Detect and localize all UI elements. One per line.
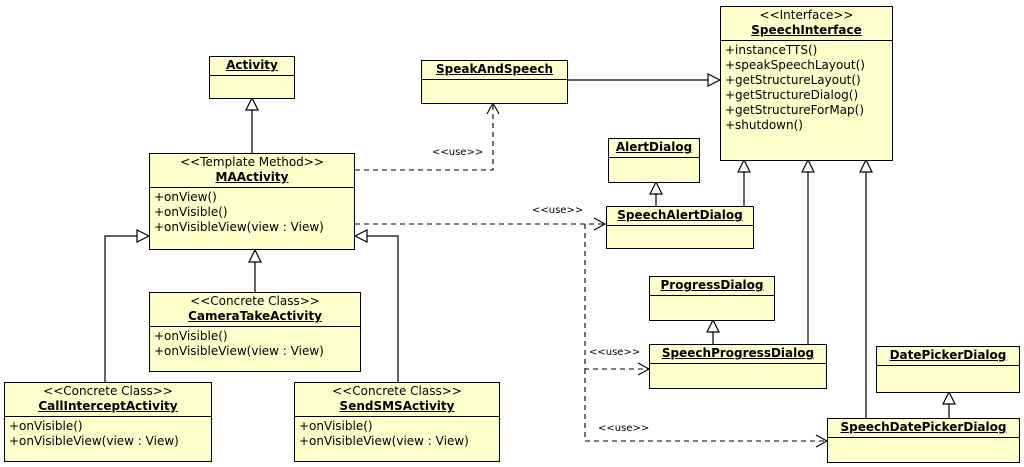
class-date-picker-dialog: DatePickerDialog [876,346,1020,393]
class-name: SpeechAlertDialog [617,208,743,222]
generalization-arrowhead [649,180,663,195]
class-name: Activity [226,58,278,72]
operation: +onVisible() [9,419,83,433]
operation: +shutdown() [725,118,803,132]
use-label: <<use>> [432,147,484,158]
class-name: CallInterceptActivity [38,399,178,413]
generalization-arrowhead [707,73,722,87]
operation: +onVisible() [154,329,228,343]
operation: +onVisibleView(view : View) [9,434,179,448]
class-alert-dialog: AlertDialog [608,138,700,183]
class-activity: Activity [209,56,295,99]
generalization-arrowhead [248,248,262,263]
class-speech-date-picker-dialog: SpeechDatePickerDialog [827,418,1020,463]
class-name: SpeechDatePickerDialog [840,420,1007,434]
operation: +getStructureLayout() [725,73,861,87]
dependency-use-speakandspeech [355,104,494,171]
use-label: <<use>> [589,347,641,358]
class-name: SpeechInterface [751,23,862,37]
operation: +onVisibleView(view : View) [154,220,324,234]
generalization-arrowhead [859,158,873,173]
operation: +getStructureForMap() [725,103,865,117]
class-speak-and-speech: SpeakAndSpeech [421,60,568,104]
class-progress-dialog: ProgressDialog [649,276,775,321]
generalization-arrowhead [136,229,151,243]
operation: +getStructureDialog() [725,88,859,102]
generalization-arrowhead [706,318,720,333]
generalization-sendsms-maactivity [367,235,399,382]
class-send-sms-activity: <<Concrete Class>> SendSMSActivity +onVi… [294,382,500,462]
class-stereotype: <<Concrete Class>> [190,294,320,308]
generalization-arrowhead [801,158,815,173]
class-name: DatePickerDialog [889,348,1007,362]
class-speech-alert-dialog: SpeechAlertDialog [606,206,754,249]
operation: +onView() [154,190,217,204]
operation: +instanceTTS() [725,43,818,57]
operation: +onVisibleView(view : View) [154,344,324,358]
use-label: <<use>> [598,423,650,434]
class-name: SpeechProgressDialog [661,346,815,360]
class-stereotype: <<Concrete Class>> [43,384,173,398]
class-stereotype: <<Template Method>> [180,155,324,169]
operation: +onVisible() [154,205,228,219]
class-speech-progress-dialog: SpeechProgressDialog [649,344,827,389]
class-camera-take-activity: <<Concrete Class>> CameraTakeActivity +o… [149,292,361,372]
class-stereotype: <<Interface>> [759,8,854,22]
class-name: ProgressDialog [660,278,764,292]
generalization-callintercept-maactivity [104,235,137,382]
class-ma-activity: <<Template Method>> MAActivity +onView()… [149,153,355,250]
class-stereotype: <<Concrete Class>> [332,384,462,398]
dependency-use-speechdatepicker [584,369,826,442]
class-name: SpeakAndSpeech [435,62,554,76]
class-name: CameraTakeActivity [188,309,322,323]
operation: +onVisible() [299,419,373,433]
class-speech-interface: <<Interface>> SpeechInterface +instanceT… [720,6,893,161]
use-label: <<use>> [532,205,584,216]
generalization-arrowhead [245,96,259,111]
class-call-intercept-activity: <<Concrete Class>> CallInterceptActivity… [4,382,212,462]
generalization-arrowhead [737,158,751,173]
class-name: SendSMSActivity [339,399,455,413]
operation: +onVisibleView(view : View) [299,434,469,448]
operation: +speakSpeechLayout() [725,58,865,72]
generalization-arrowhead [353,229,368,243]
generalization-arrowhead [942,390,956,405]
class-name: MAActivity [215,170,289,184]
class-name: AlertDialog [615,140,693,154]
dependency-arrowhead [593,217,607,231]
